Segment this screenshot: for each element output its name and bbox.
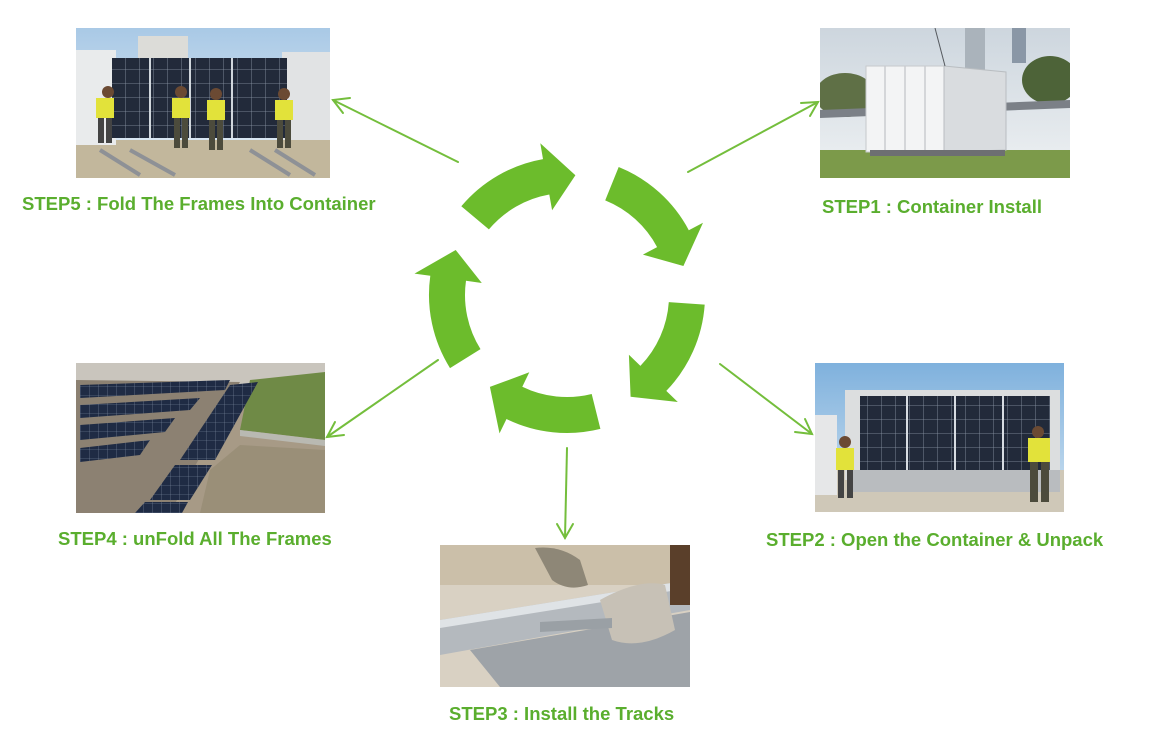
step5-photo — [76, 28, 330, 178]
step5-label: STEP5 : Fold The Frames Into Container — [22, 193, 376, 214]
connector-arrow-step5 — [331, 97, 459, 163]
worker-figure — [96, 86, 114, 143]
cycle-arrow-2 — [628, 302, 705, 402]
worker-figure — [275, 88, 293, 148]
worker-figure — [207, 88, 225, 150]
cycle-arrow-5 — [461, 143, 576, 230]
connector-arrow-step3 — [556, 447, 574, 541]
step2-label: STEP2 : Open the Container & Unpack — [766, 529, 1104, 550]
connector-arrow-step2 — [719, 363, 814, 436]
worker-figure — [172, 86, 190, 148]
cycle-arrows-group — [414, 143, 705, 434]
step1-label: STEP1 : Container Install — [822, 196, 1042, 217]
connector-arrow-step1 — [687, 100, 820, 173]
cycle-arrow-3 — [489, 372, 601, 434]
worker-figure — [1028, 426, 1050, 502]
worker-figure — [836, 436, 854, 498]
connector-arrow-step4 — [325, 359, 439, 439]
step4-photo — [76, 363, 325, 513]
step1-photo — [820, 28, 1070, 178]
step3-photo — [440, 545, 690, 687]
cycle-arrow-1 — [605, 167, 703, 266]
step4-label: STEP4 : unFold All The Frames — [58, 528, 332, 549]
step3-label: STEP3 : Install the Tracks — [449, 703, 674, 724]
step2-photo — [815, 363, 1064, 512]
cycle-arrow-4 — [414, 250, 482, 369]
